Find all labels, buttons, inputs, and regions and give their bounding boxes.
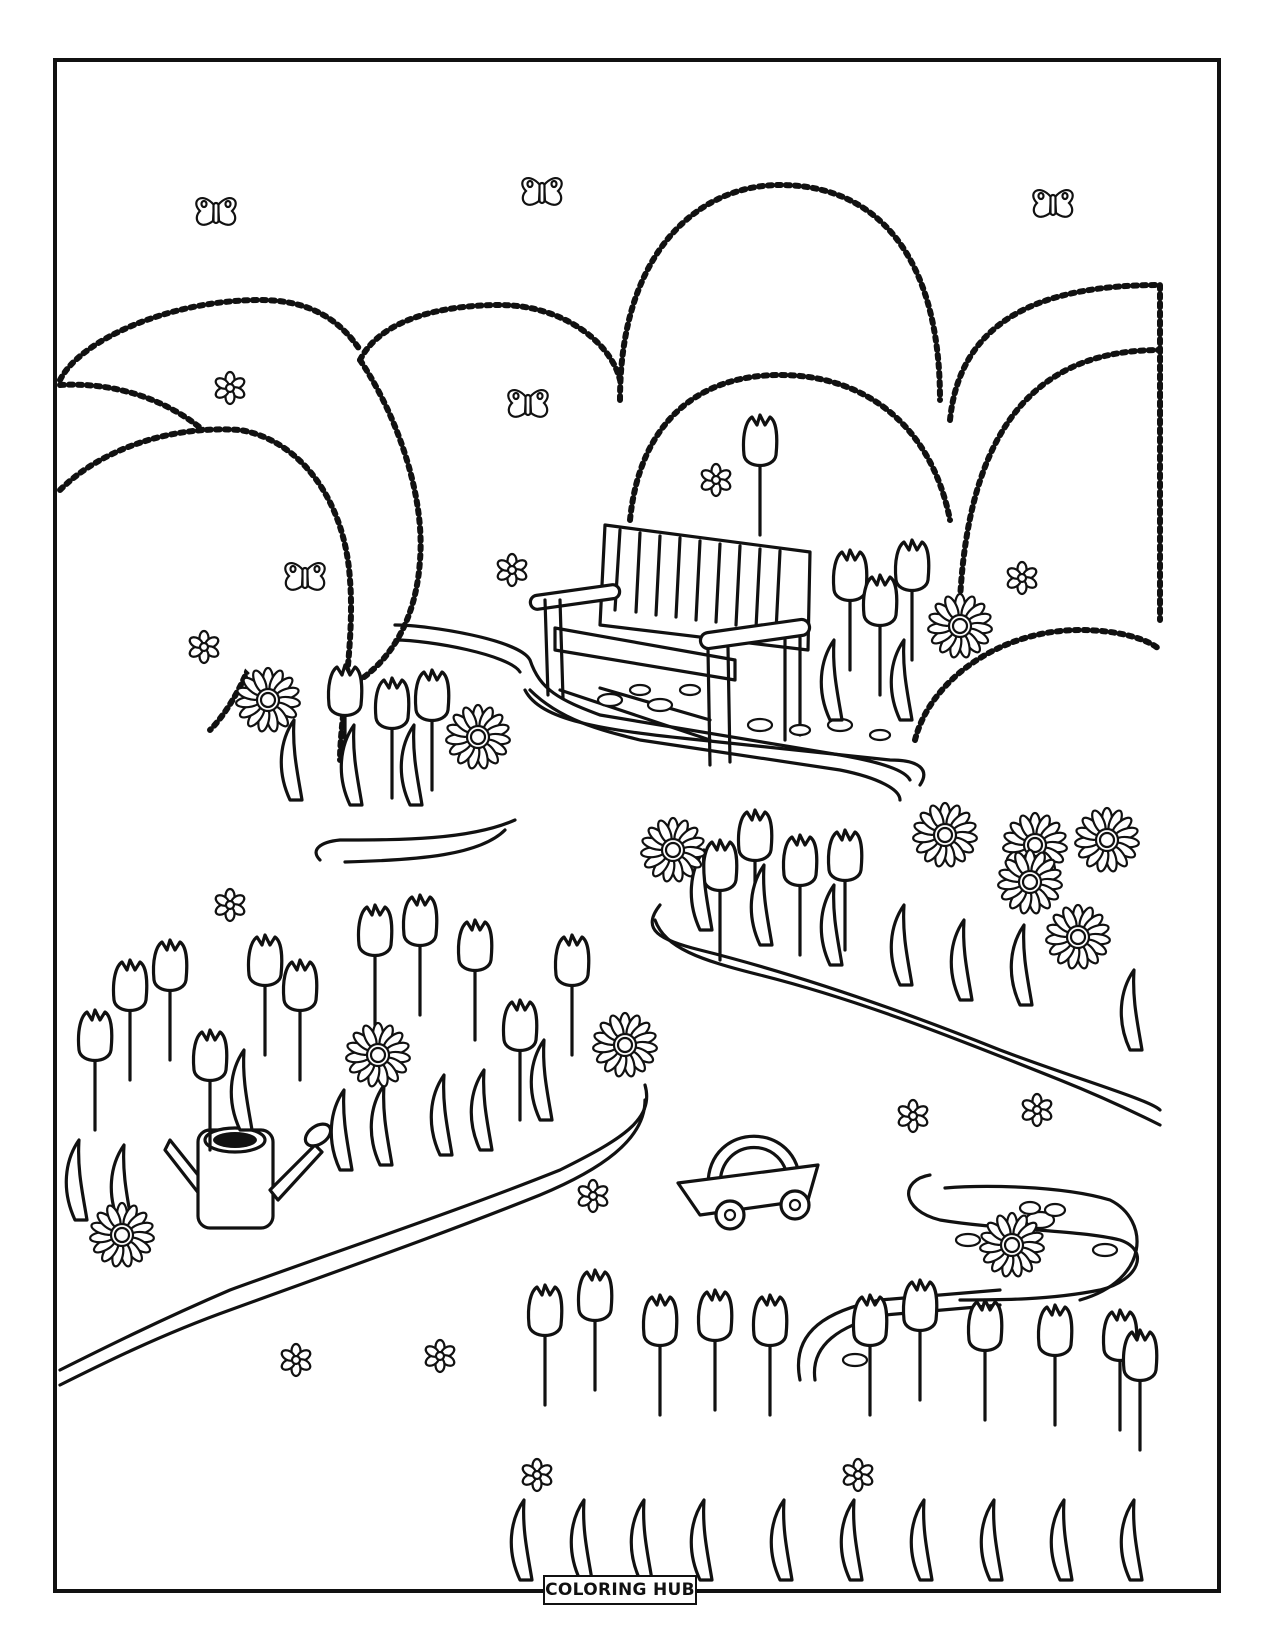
toy-wagon: [676, 1134, 820, 1231]
watering-can: [163, 1122, 333, 1230]
park-bench: [528, 523, 812, 767]
leaves: [64, 638, 1144, 1582]
winding-path: [58, 623, 1162, 1387]
coloring-hub-logo: COLORING HUB: [543, 1575, 697, 1605]
garden-pond: [796, 1173, 1139, 1382]
bushes: [57, 182, 1163, 763]
bench-patio: [523, 683, 926, 787]
